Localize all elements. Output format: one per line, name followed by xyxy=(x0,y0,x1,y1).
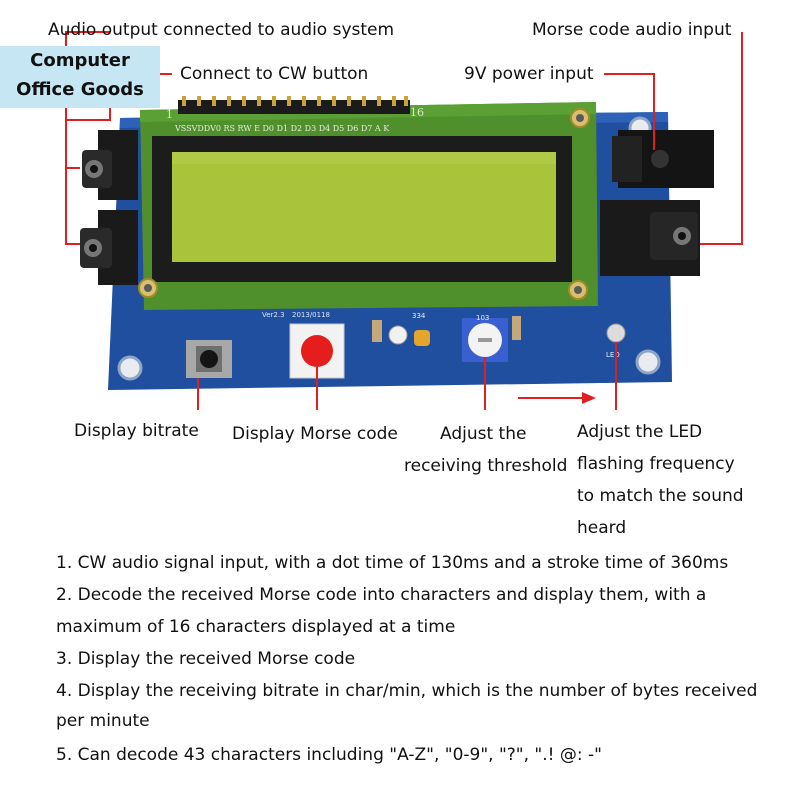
transistor xyxy=(388,325,408,345)
header-pin-labels: VSSVDDV0 RS RW E D0 D1 D2 D3 D4 D5 D6 D7… xyxy=(174,124,390,133)
feature-3: 3. Display the received Morse code xyxy=(56,649,356,669)
board-date: 2013/0118 xyxy=(292,311,330,319)
potentiometer xyxy=(462,318,508,362)
feature-1: 1. CW audio signal input, with a dot tim… xyxy=(56,553,729,573)
bitrate-switch xyxy=(186,340,232,378)
callout-display-bitrate: Display bitrate xyxy=(74,421,199,441)
pot-label: 103 xyxy=(476,314,489,322)
callout-morse-input: Morse code audio input xyxy=(532,20,732,40)
feature-4-cont: per minute xyxy=(56,711,150,731)
store-name-line2: Office Goods xyxy=(16,79,144,100)
callout-led-line2: flashing frequency xyxy=(577,454,735,474)
callout-led-line3: to match the sound xyxy=(577,486,744,506)
resistor xyxy=(512,316,521,340)
mount-hole xyxy=(635,349,661,375)
power-jack xyxy=(612,130,714,188)
board-version: Ver2.3 xyxy=(262,311,285,319)
resistor xyxy=(372,320,382,342)
feature-5: 5. Can decode 43 characters including "A… xyxy=(56,745,602,765)
callout-display-morse: Display Morse code xyxy=(232,424,398,444)
feature-2-cont: maximum of 16 characters displayed at a … xyxy=(56,617,456,637)
callout-audio-output: Audio output connected to audio system xyxy=(48,20,395,40)
store-badge: Computer Office Goods xyxy=(0,46,160,108)
header-pins xyxy=(178,96,410,114)
pin-number-last: 16 xyxy=(410,106,424,119)
mount-hole xyxy=(117,355,143,381)
cap-label: 334 xyxy=(412,312,426,320)
audio-jack-bottom xyxy=(80,210,138,285)
feature-4: 4. Display the receiving bitrate in char… xyxy=(56,681,758,701)
callout-threshold-line1: Adjust the xyxy=(440,424,527,444)
feature-2: 2. Decode the received Morse code into c… xyxy=(56,585,707,605)
store-name-line1: Computer xyxy=(30,50,130,71)
led-label: LED xyxy=(606,351,620,359)
arrow-head xyxy=(582,392,596,404)
pin-number-first: 1 xyxy=(166,108,173,121)
morse-audio-jack xyxy=(600,200,700,276)
capacitor xyxy=(414,330,430,346)
audio-jack-top xyxy=(82,130,138,200)
callout-cw-button: Connect to CW button xyxy=(180,64,369,84)
callout-power-input: 9V power input xyxy=(464,64,594,84)
callout-led-line4: heard xyxy=(577,518,627,538)
led xyxy=(606,323,626,343)
morse-display-button xyxy=(289,323,345,379)
callout-led-line1: Adjust the LED xyxy=(577,422,703,442)
lcd-screen xyxy=(172,152,556,262)
callout-threshold-line2: receiving threshold xyxy=(404,456,568,476)
